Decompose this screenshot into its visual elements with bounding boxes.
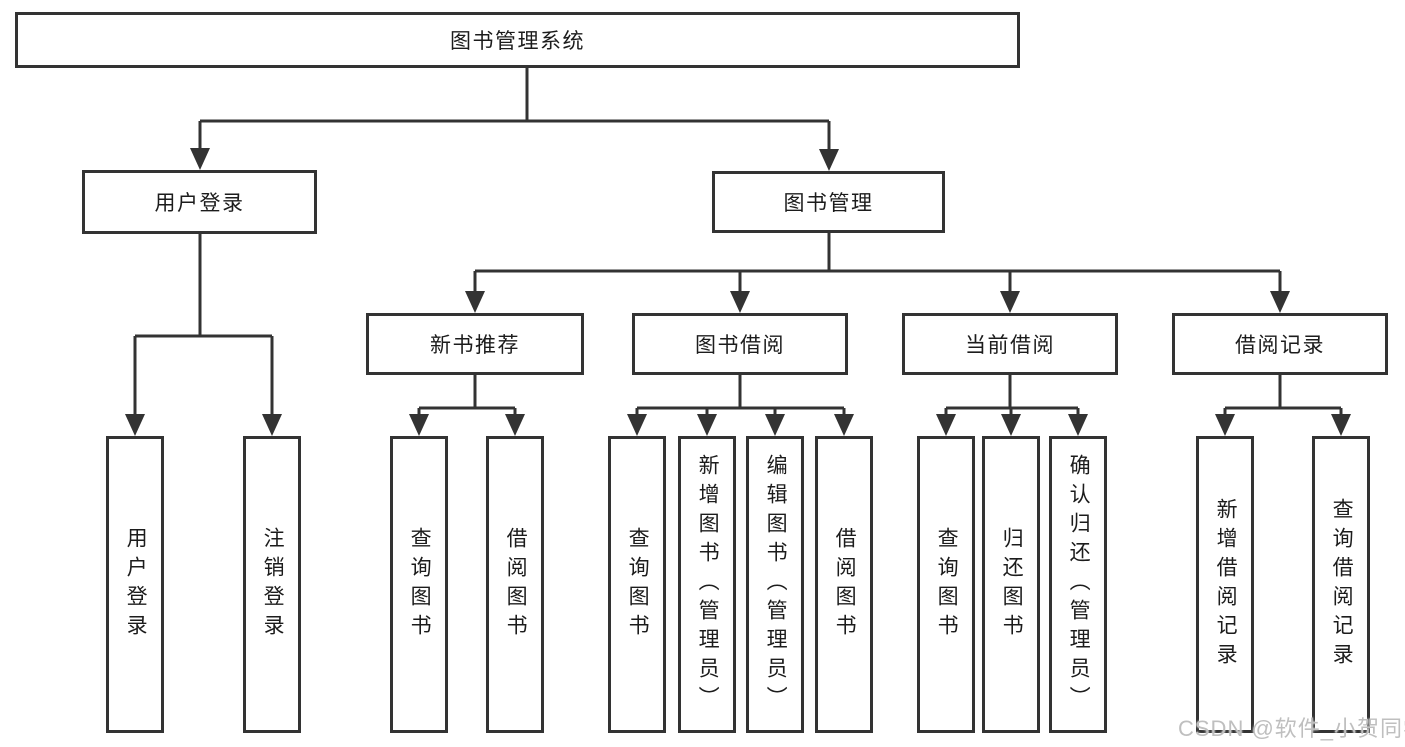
leaf-return-books: 归还图书 [982, 436, 1040, 733]
node-borrowing-records: 借阅记录 [1172, 313, 1388, 375]
node-current-borrowing: 当前借阅 [902, 313, 1118, 375]
node-label: 查询图书 [626, 526, 650, 643]
node-label: 借阅图书 [833, 526, 857, 643]
node-label: 查询借阅记录 [1330, 497, 1354, 672]
node-label: 图书管理系统 [450, 30, 585, 53]
leaf-query-books-borrow: 查询图书 [608, 436, 666, 733]
arrowhead-icon [190, 148, 210, 170]
arrowhead-icon [125, 414, 145, 436]
leaf-query-books-recommend: 查询图书 [390, 436, 448, 733]
leaf-borrow-books-recommend: 借阅图书 [486, 436, 544, 733]
arrowhead-icon [765, 414, 785, 436]
node-label: 注销登录 [261, 526, 285, 643]
node-label: 图书借阅 [695, 334, 785, 357]
arrowhead-icon [1068, 414, 1088, 436]
arrowhead-icon [262, 414, 282, 436]
leaf-confirm-return-admin: 确认归还（管理员） [1049, 436, 1107, 733]
leaf-edit-books-admin: 编辑图书（管理员） [746, 436, 804, 733]
arrowheads [125, 148, 1351, 436]
leaf-user-login: 用户登录 [106, 436, 164, 733]
node-label: 新增图书（管理员） [696, 454, 720, 715]
node-label: 当前借阅 [965, 334, 1055, 357]
node-label: 用户登录 [124, 526, 148, 643]
leaf-add-borrow-record: 新增借阅记录 [1196, 436, 1254, 733]
tree-edges [133, 68, 1343, 418]
leaf-query-books-current: 查询图书 [917, 436, 975, 733]
node-label: 编辑图书（管理员） [764, 454, 788, 715]
node-user-login: 用户登录 [82, 170, 317, 234]
watermark: CSDN @软件_小贺同学 [1178, 716, 1405, 741]
leaf-borrow-books: 借阅图书 [815, 436, 873, 733]
arrowhead-icon [1001, 414, 1021, 436]
arrowhead-icon [819, 149, 839, 171]
node-book-borrowing: 图书借阅 [632, 313, 848, 375]
node-label: 借阅记录 [1235, 334, 1325, 357]
node-label: 图书管理 [783, 192, 874, 215]
leaf-add-books-admin: 新增图书（管理员） [678, 436, 736, 733]
arrowhead-icon [1331, 414, 1351, 436]
arrowhead-icon [697, 414, 717, 436]
node-label: 新书推荐 [430, 334, 520, 357]
arrowhead-icon [465, 291, 485, 313]
leaf-query-borrow-record: 查询借阅记录 [1312, 436, 1370, 733]
arrowhead-icon [627, 414, 647, 436]
node-label: 确认归还（管理员） [1067, 454, 1091, 715]
node-label: 查询图书 [408, 526, 432, 643]
arrowhead-icon [1215, 414, 1235, 436]
arrowhead-icon [505, 414, 525, 436]
arrowhead-icon [834, 414, 854, 436]
node-label: 新增借阅记录 [1214, 497, 1238, 672]
node-label: 借阅图书 [504, 526, 528, 643]
arrowhead-icon [1270, 291, 1290, 313]
node-label: 归还图书 [1000, 526, 1024, 643]
arrowhead-icon [1000, 291, 1020, 313]
node-library-system: 图书管理系统 [15, 12, 1020, 68]
node-label: 用户登录 [154, 192, 245, 215]
node-new-book-recommendation: 新书推荐 [366, 313, 584, 375]
arrowhead-icon [409, 414, 429, 436]
node-book-management: 图书管理 [712, 171, 945, 233]
arrowhead-icon [936, 414, 956, 436]
arrowhead-icon [730, 291, 750, 313]
node-label: 查询图书 [935, 526, 959, 643]
leaf-logout: 注销登录 [243, 436, 301, 733]
